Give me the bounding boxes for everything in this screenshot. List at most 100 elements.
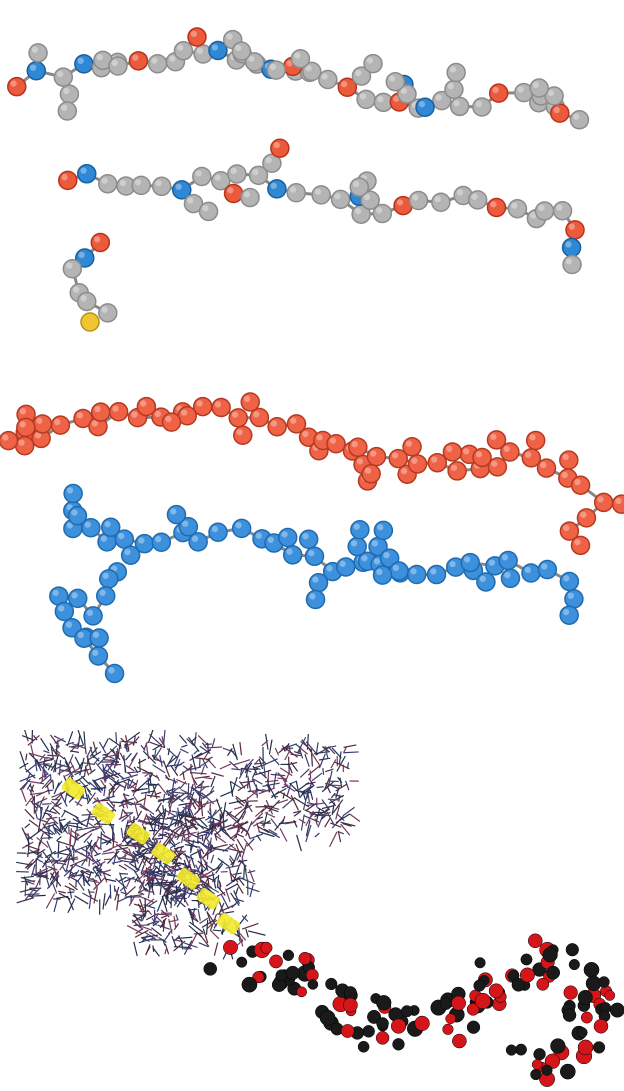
strand-blue-atom (178, 517, 199, 537)
wireframe-cluster (16, 730, 361, 960)
strand-red-atoms (0, 392, 624, 556)
strand-blue-atom (282, 545, 303, 565)
strand-blue-atom (476, 572, 496, 592)
atom-chain-upper-atom (569, 110, 590, 130)
atom-chain-upper-atom (187, 27, 207, 47)
atom-chain-lower-atom (58, 170, 78, 191)
atom-chain-lower-atoms (58, 138, 585, 275)
atom-chain-upper-atom (397, 84, 417, 104)
strand-blue-atom (81, 518, 101, 538)
atom-chain-upper-atom (26, 61, 47, 81)
atom-chain-lower-atom (360, 190, 380, 210)
strand-red-atom (32, 414, 53, 434)
strand-blue-atom (498, 550, 518, 571)
atom-chain-lower-atom (131, 175, 151, 196)
atom-chain-lower-atom (172, 180, 192, 200)
strand-red-atom (211, 397, 231, 418)
strand-blue-atom (305, 589, 326, 610)
strand-blue-tail-atom (88, 646, 109, 666)
strand-red-atom (16, 417, 36, 438)
atom-chain-lower-atom (267, 179, 287, 199)
strand-blue-atom (500, 568, 521, 589)
strand-red-atom (559, 521, 580, 541)
atom-chain-upper-atom (415, 97, 435, 118)
panel-ball-and-stick-elements (0, 0, 624, 340)
atom-chain-upper-atom (444, 79, 464, 100)
panel-ball-and-stick-strands (0, 360, 624, 700)
strand-red-atom (536, 458, 557, 478)
atom-chain-upper-atom (173, 40, 194, 61)
atom-chain-upper-atom (472, 97, 492, 117)
atom-chain-upper-atom (318, 69, 338, 90)
strand-red-atom (0, 430, 19, 451)
strand-blue-atom (537, 559, 558, 580)
atom-chain-upper-atom (74, 54, 94, 74)
strand-blue-tail-atom (54, 601, 75, 622)
molecule-ball-and-stick-elements (7, 27, 590, 332)
atom-chain-lower-atom (372, 203, 393, 224)
atom-chain-lower-atom (408, 190, 429, 211)
strand-blue-atom (350, 520, 370, 540)
strand-blue-atom (336, 557, 356, 577)
strand-blue-atom (559, 605, 579, 625)
strand-blue-atom (308, 572, 329, 593)
atom-chain-upper-atom (290, 48, 311, 69)
strand-red-atom (249, 407, 270, 428)
atom-chain-upper-atom (356, 89, 376, 110)
atom-chain-lower-atom (97, 174, 118, 194)
atom-chain-upper-atom (363, 53, 383, 74)
strand-blue-atom (564, 589, 584, 609)
strand-red-atom (559, 450, 579, 470)
atom-chain-lower-atom (198, 201, 219, 222)
atom-chain-lower-atom (349, 177, 370, 197)
strand-red-atom (108, 402, 129, 422)
strand-blue-tail-atom (95, 586, 116, 606)
atom-chain-lower-atom (431, 192, 451, 213)
strand-blue-atom (208, 522, 228, 542)
strand-red-atom (427, 452, 448, 473)
atom-chain-tail-atom (62, 259, 83, 279)
atom-chain-tail-atoms (62, 232, 118, 323)
strand-red-atom (233, 425, 253, 446)
strand-blue-atom (151, 532, 172, 552)
atom-chain-upper-atom (128, 51, 149, 71)
strand-red-atom (240, 392, 261, 412)
atom-chain-lower-atom (262, 153, 282, 174)
atom-chain-upper-atoms (7, 27, 590, 130)
strand-blue-atom (389, 561, 409, 581)
atom-chain-upper-atom (351, 66, 372, 86)
atom-chain-lower-atom (486, 197, 507, 218)
strand-blue-atom (347, 536, 367, 557)
strand-blue-atom (120, 545, 141, 565)
atom-chain-tail-atom (98, 303, 118, 323)
atom-chain-upper-atom (529, 78, 549, 98)
strand-blue-atom (426, 564, 447, 585)
strand-red-atom (136, 396, 157, 417)
strand-blue-atom (372, 565, 393, 585)
strand-red-atom (267, 416, 287, 437)
atom-chain-upper-atom (208, 40, 228, 61)
strand-blue-atoms (63, 483, 584, 625)
strand-blue-atom (559, 571, 580, 592)
strand-red-atom (407, 454, 428, 474)
atom-chain-lower-atom (248, 165, 269, 186)
atom-chain-lower-atom (77, 164, 97, 184)
atom-chain-upper-atom (57, 101, 78, 121)
strand-blue-tail-atom (67, 588, 88, 609)
strand-blue-atom (67, 505, 88, 526)
strand-red-atom (447, 461, 467, 481)
atom-chain-lower-atom (565, 220, 585, 240)
atom-chain-lower-atom (552, 201, 573, 221)
atom-chain-upper-atom (266, 60, 286, 80)
strand-blue-tail-atoms (49, 562, 128, 684)
strand-blue-tail-atom (104, 663, 125, 684)
atom-chain-upper-atom (449, 96, 470, 117)
atom-chain-upper-atom (147, 53, 168, 74)
strand-red-atom (361, 464, 381, 484)
strand-blue-atom (406, 564, 427, 585)
strand-red-atom (576, 508, 597, 528)
strand-blue-atom (521, 563, 541, 583)
atom-chain-upper-atom (59, 84, 80, 104)
strand-red-atom (326, 433, 346, 454)
strand-red-atom (525, 430, 546, 451)
